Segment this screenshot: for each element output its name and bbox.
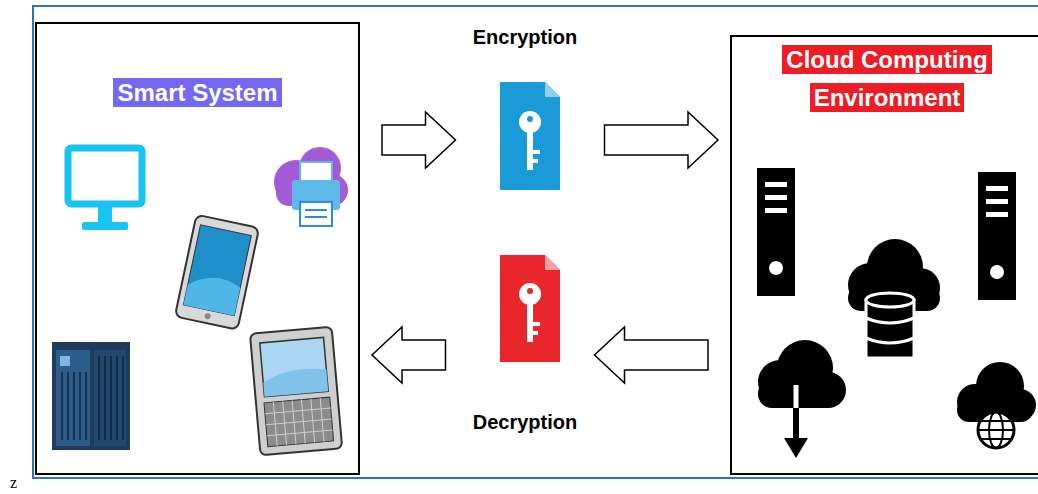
cloud-database-icon [848,239,940,358]
flow-arrow [605,112,719,168]
tablet-icon [175,215,259,330]
encryption-key-document [500,82,560,190]
panel-title: Smart System [113,78,281,107]
stray-label: z [10,474,17,492]
keyboard-tablet-icon [250,327,342,456]
system-panel: Smart System [35,22,360,475]
cloud-panel: Cloud Computing Environment [730,35,1038,475]
process-heading: Encryption [473,22,577,53]
cloud-globe-icon [957,362,1036,448]
flow-arrow [382,112,456,168]
cloud-printer-icon [274,147,348,226]
monitor-icon [68,148,142,230]
process-heading: Decryption [473,407,577,438]
server-rack-icon [52,342,130,450]
outer-frame [33,6,1038,478]
panel-title: Cloud Computing Environment [782,45,991,112]
cloud-download-icon [758,340,846,458]
decryption-node: Decryption [468,250,583,438]
panel-title-wrap: Cloud Computing Environment [767,43,1007,119]
server-tower-icon [757,168,795,296]
panel-title-wrap: Smart System [48,76,348,114]
decryption-key-document [500,255,560,362]
server-tower-icon [978,172,1016,300]
encryption-node: Encryption [468,22,583,194]
flow-arrow [595,327,709,383]
flow-arrow [372,327,446,383]
